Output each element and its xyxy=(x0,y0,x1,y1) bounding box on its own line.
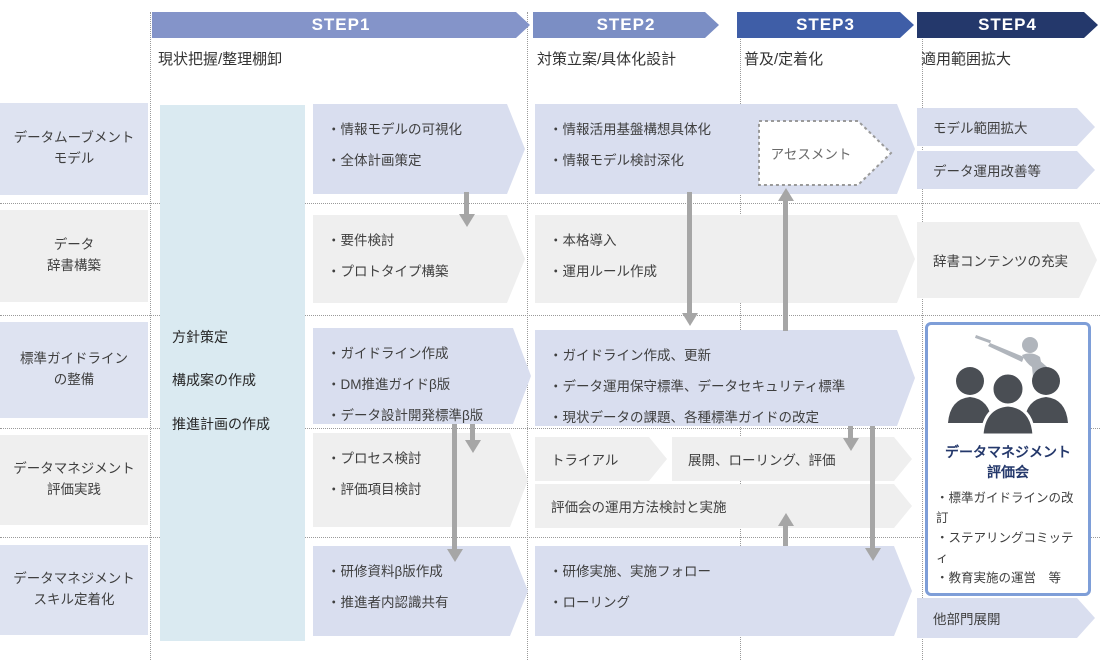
arrow-down-icon xyxy=(465,440,481,453)
connector-line xyxy=(783,200,788,331)
connector-line xyxy=(470,424,475,442)
arrow-down-icon xyxy=(447,549,463,562)
arrow-training-material: ・研修資料β版作成 ・推進者内認識共有 xyxy=(313,546,528,636)
row-divider xyxy=(0,428,1100,429)
arrow-requirements: ・要件検討 ・プロトタイプ構築 xyxy=(313,215,525,303)
arrow-eval-meeting: 評価会の運用方法検討と実施 xyxy=(535,484,912,528)
assessment-shape: アセスメント xyxy=(757,119,893,187)
row-label-standard-guideline: 標準ガイドライン の整備 xyxy=(0,322,148,418)
row-divider xyxy=(0,203,1100,204)
step1-header: STEP1 xyxy=(152,12,530,38)
arrow-full-deployment: ・本格導入 ・運用ルール作成 xyxy=(535,215,915,303)
step1-phase-label: 現状把握/整理棚卸 xyxy=(158,51,283,68)
arrow-down-icon xyxy=(865,548,881,561)
column-divider xyxy=(527,12,528,660)
connector-line xyxy=(464,192,469,216)
committee-bullets: ・標準ガイドラインの改訂 ・ステアリングコミッティ ・教育実施の運営 等 xyxy=(936,491,1074,586)
connector-line xyxy=(687,192,692,315)
row-label-data-movement-model: データムーブメント モデル xyxy=(0,103,148,195)
assessment-label: アセスメント xyxy=(771,147,852,162)
column-divider xyxy=(150,12,151,660)
arrow-up-icon xyxy=(778,513,794,526)
arrow-guideline-update: ・ガイドライン作成、更新 ・データ運用保守標準、データセキュリティ標準 ・現状デ… xyxy=(535,330,915,426)
arrow-trial: トライアル xyxy=(535,437,667,481)
row-label-dm-skill: データマネジメント スキル定着化 xyxy=(0,545,148,635)
step3-phase-label: 普及/定着化 xyxy=(744,51,824,68)
connector-line xyxy=(452,424,457,551)
policy-plan-text: 方針策定 構成案の作成 推進計画の作成 xyxy=(172,329,270,432)
step2-header: STEP2 xyxy=(533,12,719,38)
arrow-down-icon xyxy=(843,438,859,451)
committee-title: データマネジメント 評価会 xyxy=(945,444,1071,480)
row-divider xyxy=(0,537,1100,538)
arrow-model-scope-expand: モデル範囲拡大 xyxy=(917,108,1095,146)
row-label-data-dictionary: データ 辞書構築 xyxy=(0,210,148,302)
arrow-dictionary-content: 辞書コンテンツの充実 xyxy=(917,222,1097,298)
arrow-up-icon xyxy=(778,188,794,201)
arrow-process-review: ・プロセス検討 ・評価項目検討 xyxy=(313,433,528,527)
arrow-rollout-rolling-eval: 展開、ローリング、評価 xyxy=(672,437,912,481)
arrow-guideline-create: ・ガイドライン作成 ・DM推進ガイドβ版 ・データ設計開発標準β版 xyxy=(313,328,531,424)
step3-header: STEP3 xyxy=(737,12,914,38)
committee-illustration-icon xyxy=(948,334,1068,437)
arrow-down-icon xyxy=(459,214,475,227)
step2-phase-label: 対策立案/具体化設計 xyxy=(537,51,677,68)
arrow-data-ops-improve: データ運用改善等 xyxy=(917,151,1095,189)
policy-plan-box: 方針策定 構成案の作成 推進計画の作成 xyxy=(160,105,305,641)
arrow-training-execute: ・研修実施、実施フォロー ・ローリング xyxy=(535,546,912,636)
arrow-down-icon xyxy=(682,313,698,326)
connector-line xyxy=(783,525,788,546)
dm-committee-box: データマネジメント 評価会 ・標準ガイドラインの改訂 ・ステアリングコミッティ … xyxy=(925,322,1091,596)
row-divider xyxy=(0,315,1100,316)
arrow-info-model: ・情報モデルの可視化 ・全体計画策定 xyxy=(313,104,525,194)
connector-line xyxy=(848,426,853,440)
connector-line xyxy=(870,426,875,550)
step4-header: STEP4 xyxy=(917,12,1098,38)
step4-phase-label: 適用範囲拡大 xyxy=(921,51,1012,68)
arrow-other-division: 他部門展開 xyxy=(917,598,1095,638)
row-label-dm-assessment: データマネジメント 評価実践 xyxy=(0,435,148,525)
column-divider xyxy=(922,12,923,660)
